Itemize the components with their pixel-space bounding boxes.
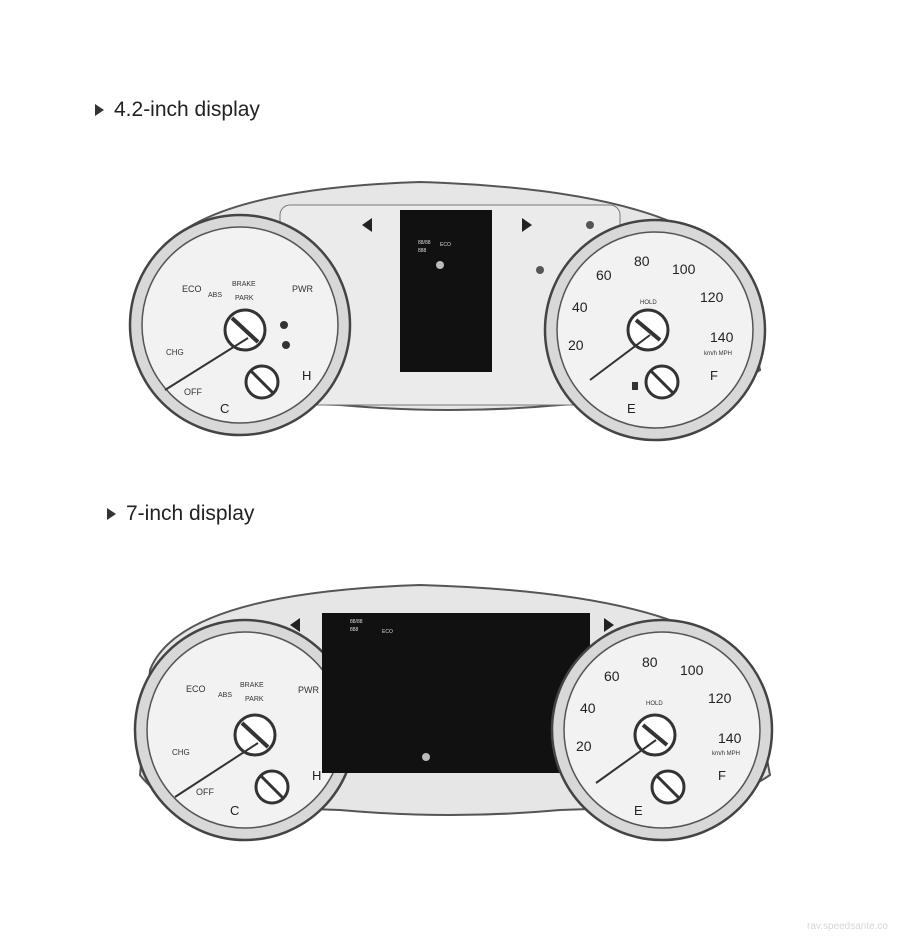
warning-icon [436,261,444,269]
screen-eco: ECO [382,629,393,635]
heading-text: 7-inch display [126,502,255,525]
label-park: PARK [245,696,264,703]
label-h: H [302,368,311,383]
fuel-f: F [710,368,718,383]
airbag-icon [282,341,290,349]
heading-text: 4.2-inch display [114,98,260,121]
label-chg: CHG [166,348,184,357]
speedometer-gauge [550,618,774,842]
label-abs: ABS [208,292,222,299]
mph-80: 80 [634,253,650,269]
section-heading-4-2: 4.2-inch display [95,98,260,122]
hold-label: HOLD [646,701,663,707]
section-heading-7: 7-inch display [107,502,254,526]
label-c: C [220,401,229,416]
speed-unit: km/h MPH [704,351,732,357]
mph-40: 40 [572,299,588,315]
mph-120: 120 [708,690,732,706]
warning-icon [422,753,430,761]
fuel-e: E [634,803,643,818]
right-arrow-icon [522,218,532,232]
bullet-icon [95,104,104,116]
seatbelt-icon [280,321,288,329]
center-display: 88/88 888 ECO [400,210,492,372]
left-arrow-icon [362,218,372,232]
label-pwr: PWR [298,685,319,695]
mph-20: 20 [576,738,592,754]
instrument-cluster-7: ECO ABS BRAKE PARK PWR CHG OFF C H 88/88… [0,575,900,865]
headlight-icon [586,221,594,229]
label-park: PARK [235,295,254,302]
mph-140: 140 [718,730,742,746]
mph-120: 120 [700,289,724,305]
fuel-f: F [718,768,726,783]
label-brake: BRAKE [232,281,256,288]
label-pwr: PWR [292,284,313,294]
label-eco: ECO [186,684,206,694]
label-chg: CHG [172,748,190,757]
label-off: OFF [184,387,202,397]
center-display: 88/88 888 ECO [322,613,590,773]
bullet-icon [107,508,116,520]
hold-label: HOLD [640,300,657,306]
screen-trip: 888 [350,627,359,633]
left-arrow-icon [290,618,300,632]
mph-60: 60 [596,267,612,283]
fuel-pump-icon [632,382,638,390]
screen-eco: ECO [440,242,451,248]
screen-odo: 88/88 [418,240,431,246]
label-eco: ECO [182,284,202,294]
mph-100: 100 [672,261,696,277]
fog-light-icon [536,266,544,274]
label-abs: ABS [218,692,232,699]
screen-trip: 888 [418,248,427,254]
watermark: rav.speedsante.co [807,921,888,932]
mph-20: 20 [568,337,584,353]
right-arrow-icon [604,618,614,632]
instrument-cluster-4-2: ECO ABS BRAKE PARK PWR CHG OFF C H 88/88… [0,170,900,470]
speed-unit: km/h MPH [712,751,740,757]
speedometer-gauge [543,218,767,442]
label-brake: BRAKE [240,682,264,689]
fuel-e: E [627,401,636,416]
mph-80: 80 [642,654,658,670]
label-c: C [230,803,239,818]
mph-140: 140 [710,329,734,345]
mph-40: 40 [580,700,596,716]
mph-60: 60 [604,668,620,684]
mph-100: 100 [680,662,704,678]
label-off: OFF [196,787,214,797]
tachometer-gauge [128,213,352,437]
screen-odo: 88/88 [350,619,363,625]
label-h: H [312,768,321,783]
tachometer-gauge [133,618,357,842]
